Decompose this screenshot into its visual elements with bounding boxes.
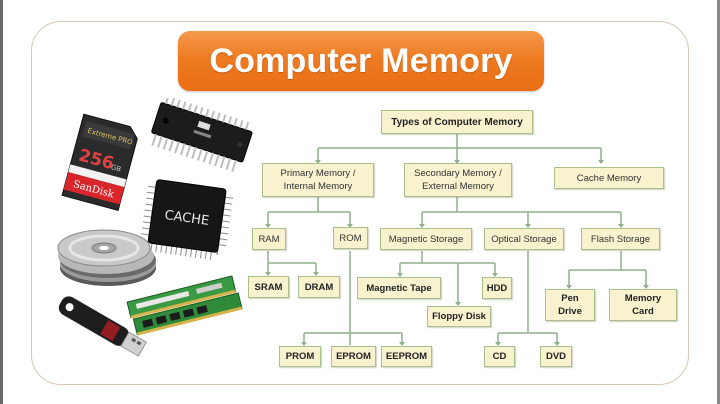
node-cache-memory: Cache Memory bbox=[554, 167, 664, 189]
node-label: Floppy Disk bbox=[432, 311, 486, 322]
node-eeprom: EEPROM bbox=[381, 346, 432, 367]
cd-stack-image bbox=[57, 229, 156, 286]
node-label: ROM bbox=[339, 232, 362, 244]
cache-chip-image: CACHE bbox=[141, 179, 234, 260]
node-sram: SRAM bbox=[248, 276, 289, 298]
rom-chip-image bbox=[151, 98, 253, 172]
node-label: RAM bbox=[258, 233, 280, 245]
node-label: HDD bbox=[486, 282, 508, 294]
node-label: EPROM bbox=[336, 351, 371, 362]
node-flash-storage: Flash Storage bbox=[581, 228, 660, 250]
node-optical-storage: Optical Storage bbox=[484, 228, 564, 250]
node-cd: CD bbox=[484, 346, 515, 367]
node-dram: DRAM bbox=[298, 276, 340, 298]
node-label: SRAM bbox=[254, 281, 283, 293]
node-eprom: EPROM bbox=[331, 346, 376, 367]
page-title: Computer Memory bbox=[209, 41, 513, 80]
node-label: CD bbox=[492, 351, 507, 362]
title-banner: Computer Memory bbox=[178, 31, 544, 91]
node-magnetic-tape: Magnetic Tape bbox=[357, 277, 441, 299]
node-hdd: HDD bbox=[482, 277, 512, 299]
node-label: Optical Storage bbox=[491, 233, 557, 245]
node-label: Magnetic Tape bbox=[366, 282, 432, 294]
usb-drive-image bbox=[58, 296, 148, 357]
node-label: Secondary Memory /External Memory bbox=[414, 168, 502, 192]
node-label: Types of Computer Memory bbox=[391, 116, 523, 128]
node-primary-memory: Primary Memory /Internal Memory bbox=[262, 163, 374, 197]
node-ram: RAM bbox=[252, 228, 286, 250]
node-label: DVD bbox=[545, 351, 567, 362]
cache-chip-label: CACHE bbox=[164, 208, 210, 229]
node-types-of-computer-memory: Types of Computer Memory bbox=[381, 110, 533, 134]
node-label: Primary Memory /Internal Memory bbox=[280, 168, 356, 192]
node-dvd: DVD bbox=[540, 346, 572, 367]
sd-card-unit-text: GB bbox=[110, 163, 122, 173]
node-label: Cache Memory bbox=[576, 172, 642, 184]
node-floppy-disk: Floppy Disk bbox=[427, 306, 491, 327]
node-label: Magnetic Storage bbox=[388, 233, 464, 245]
right-edge-bar bbox=[717, 0, 720, 404]
ram-sticks-image bbox=[126, 275, 243, 336]
node-magnetic-storage: Magnetic Storage bbox=[380, 228, 472, 250]
node-label: PROM bbox=[285, 351, 315, 362]
node-rom: ROM bbox=[333, 227, 368, 249]
node-label: DRAM bbox=[304, 281, 334, 293]
node-secondary-memory: Secondary Memory /External Memory bbox=[404, 163, 512, 197]
node-prom: PROM bbox=[279, 346, 321, 367]
node-label: EEPROM bbox=[385, 351, 428, 362]
sd-card-image: Extreme PRO 256 GB SanDisk bbox=[61, 113, 138, 211]
left-edge-bar bbox=[0, 0, 3, 404]
node-label: Flash Storage bbox=[590, 233, 651, 245]
